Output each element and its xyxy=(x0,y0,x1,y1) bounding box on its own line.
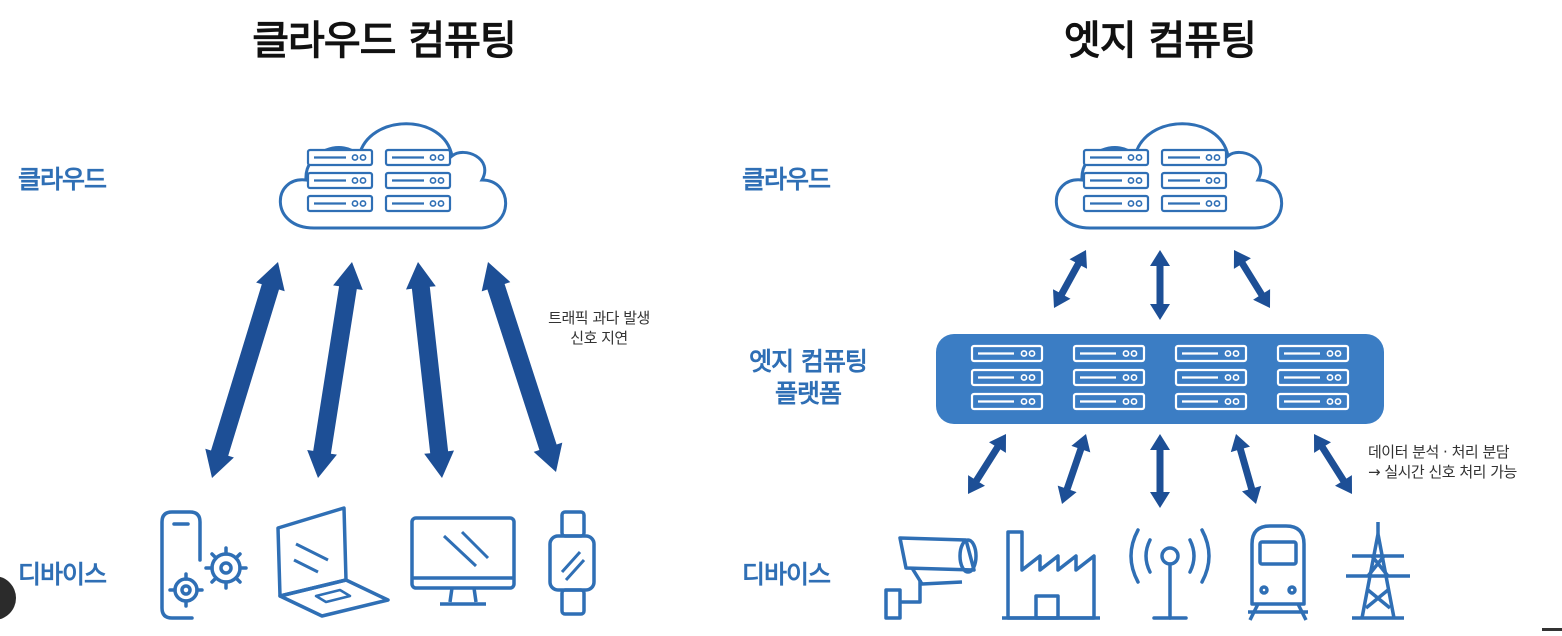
power-tower-icon xyxy=(1346,522,1410,620)
traffic-note: 트래픽 과다 발생 신호 지연 xyxy=(534,308,664,348)
connection-arrows xyxy=(205,250,1352,508)
cloud-computing-title: 클라우드 컴퓨팅 xyxy=(252,18,517,64)
monitor-icon xyxy=(410,516,516,606)
edge-note-line2: → 실시간 신호 처리 가능 xyxy=(1368,463,1517,481)
edge-platform-label-line2: 플랫폼 xyxy=(774,379,842,408)
edge-computing-title: 엣지 컴퓨팅 xyxy=(1064,18,1257,64)
laptop-icon xyxy=(276,506,390,618)
right-device-label: 디바이스 xyxy=(742,560,831,589)
factory-icon xyxy=(1002,530,1100,620)
smartwatch-icon xyxy=(548,510,596,616)
edge-platform-label: 엣지 컴퓨팅 플랫폼 xyxy=(728,346,888,410)
train-icon xyxy=(1248,524,1308,621)
edge-platform-label-line1: 엣지 컴퓨팅 xyxy=(749,347,868,376)
double-arrow-9 xyxy=(1057,434,1091,504)
double-arrow-5 xyxy=(1053,250,1087,308)
left-cloud-icon xyxy=(278,122,508,230)
double-arrow-10 xyxy=(1150,434,1170,508)
traffic-note-line2: 신호 지연 xyxy=(570,329,628,347)
antenna-tower-icon xyxy=(1129,528,1211,620)
double-arrow-7 xyxy=(1233,250,1271,308)
double-arrow-8 xyxy=(968,434,1006,494)
double-arrow-11 xyxy=(1230,434,1262,504)
double-arrow-3 xyxy=(406,262,454,478)
double-arrow-2 xyxy=(307,262,363,478)
double-arrow-12 xyxy=(1314,434,1352,494)
edge-note-line1: 데이터 분석 · 처리 분담 xyxy=(1368,443,1510,461)
overlay-circle-button[interactable] xyxy=(0,576,16,620)
smartphone-gear-icon xyxy=(160,510,248,620)
right-cloud-label: 클라우드 xyxy=(742,165,831,194)
edge-note: 데이터 분석 · 처리 분담 → 실시간 신호 처리 가능 xyxy=(1368,442,1517,482)
left-device-label: 디바이스 xyxy=(18,560,107,589)
cctv-camera-icon xyxy=(884,536,978,620)
corner-mark xyxy=(1542,628,1562,631)
double-arrow-6 xyxy=(1150,250,1170,320)
right-cloud-icon xyxy=(1054,122,1284,230)
double-arrow-4 xyxy=(481,262,563,472)
left-cloud-label: 클라우드 xyxy=(18,165,107,194)
traffic-note-line1: 트래픽 과다 발생 xyxy=(548,309,650,327)
edge-platform-box xyxy=(936,334,1384,424)
double-arrow-1 xyxy=(205,262,285,478)
